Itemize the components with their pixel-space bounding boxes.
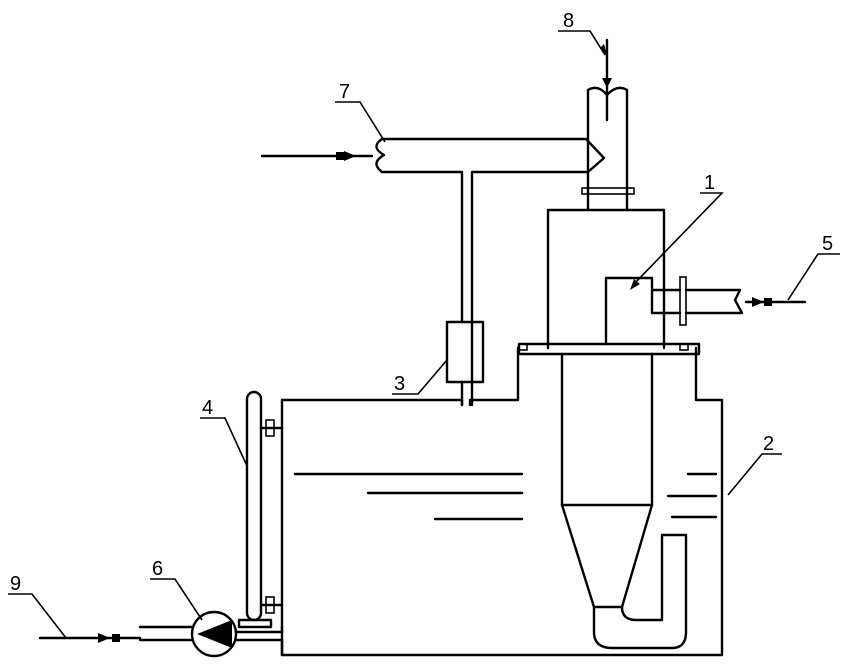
labels: 8 7 1 5 2 3 4 6 9 xyxy=(10,10,833,595)
separator-vessel xyxy=(517,208,701,650)
label-7: 7 xyxy=(339,81,350,103)
inlet-pipe xyxy=(679,276,807,326)
label-3: 3 xyxy=(394,373,405,395)
pump xyxy=(38,610,284,658)
label-9: 9 xyxy=(10,573,21,595)
label-6: 6 xyxy=(152,558,163,580)
level-gauge xyxy=(237,390,284,629)
top-outlet-pipe xyxy=(581,38,635,212)
gas-pipe xyxy=(260,137,606,407)
leader-lines xyxy=(8,30,840,639)
label-4: 4 xyxy=(202,397,213,419)
label-2: 2 xyxy=(763,433,774,455)
tank xyxy=(280,346,724,657)
label-8: 8 xyxy=(563,10,574,32)
label-1: 1 xyxy=(704,172,715,194)
component-3-box xyxy=(445,320,485,407)
label-5: 5 xyxy=(822,233,833,255)
